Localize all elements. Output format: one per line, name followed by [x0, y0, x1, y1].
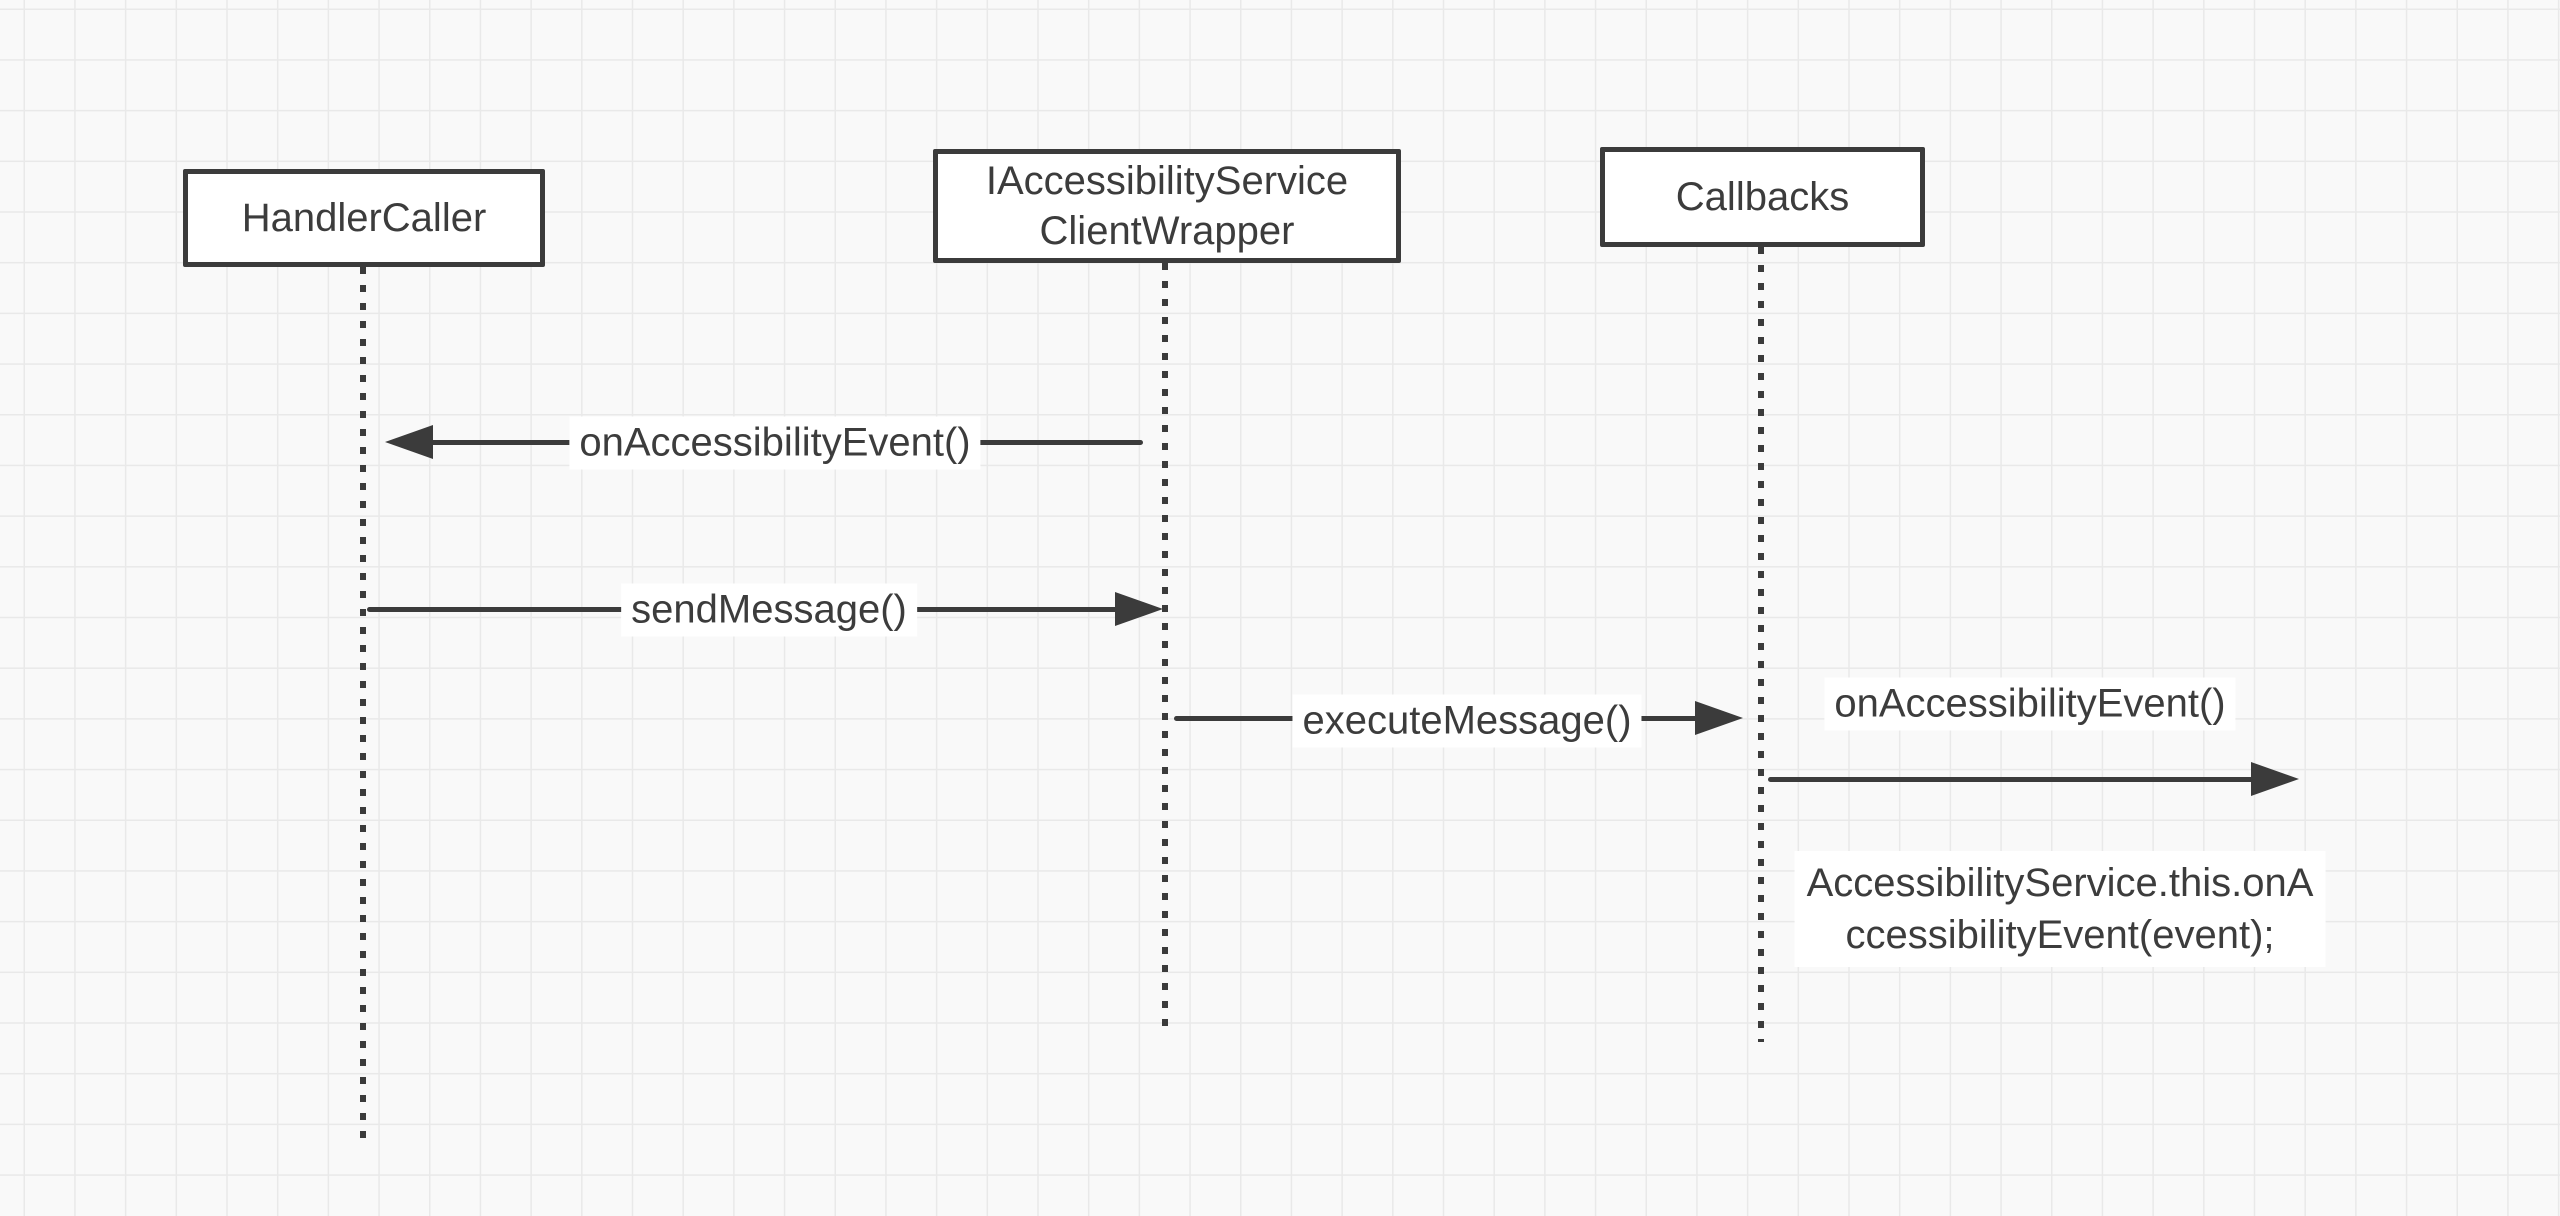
arrowhead-right-icon — [2251, 762, 2299, 796]
message-label-on-accessibility-event[interactable]: onAccessibilityEvent() — [569, 416, 981, 470]
actor-label-line: ClientWrapper — [1039, 209, 1295, 253]
actor-box-iaccessibility-service-client-wrapper[interactable]: IAccessibilityService ClientWrapper — [933, 149, 1401, 263]
code-note[interactable]: AccessibilityService.this.onA ccessibili… — [1794, 851, 2326, 967]
lifeline-callbacks[interactable] — [1758, 247, 1764, 1042]
message-label-execute-message[interactable]: executeMessage() — [1292, 694, 1642, 748]
actor-label-line: IAccessibilityService — [985, 159, 1349, 203]
actor-box-handler-caller[interactable]: HandlerCaller — [183, 169, 545, 267]
actor-label: HandlerCaller — [241, 196, 487, 240]
arrowhead-right-icon — [1115, 592, 1163, 626]
lifeline-iaccessibility-service-client-wrapper[interactable] — [1162, 263, 1168, 1035]
arrow-line — [1768, 777, 2263, 782]
arrowhead-left-icon — [385, 425, 433, 459]
code-note-line: AccessibilityService.this.onA — [1806, 861, 2314, 905]
message-label-send-message[interactable]: sendMessage() — [621, 583, 917, 637]
lifeline-handler-caller[interactable] — [360, 267, 366, 1144]
message-label-on-accessibility-event-out[interactable]: onAccessibilityEvent() — [1824, 677, 2236, 731]
actor-box-callbacks[interactable]: Callbacks — [1600, 147, 1925, 247]
actor-label: Callbacks — [1675, 175, 1850, 219]
code-note-line: ccessibilityEvent(event); — [1845, 913, 2275, 957]
arrowhead-right-icon — [1695, 701, 1743, 735]
